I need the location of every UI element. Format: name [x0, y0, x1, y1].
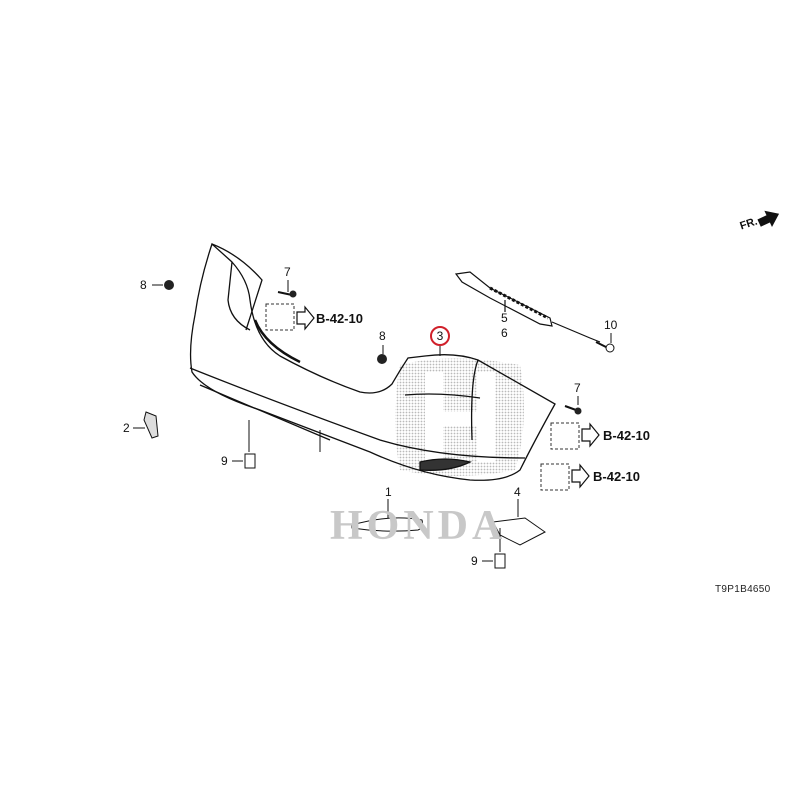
callout-7[interactable]: 7	[284, 265, 291, 279]
callout-4[interactable]: 4	[514, 485, 521, 499]
reference-link-b-42-10[interactable]: B-42-10	[593, 469, 640, 484]
reference-box-right-2	[540, 463, 570, 491]
callout-8[interactable]: 8	[379, 329, 386, 343]
rear-bumper-cover[interactable]	[189, 242, 556, 481]
callout-9[interactable]: 9	[221, 454, 228, 468]
reference-box-right-1	[550, 422, 580, 450]
bracket-5-6[interactable]	[454, 271, 601, 343]
reflector-1[interactable]	[351, 499, 423, 532]
clip-9-right[interactable]	[482, 528, 506, 569]
callout-6[interactable]: 6	[501, 326, 508, 340]
screw-7-top[interactable]	[277, 280, 297, 298]
bracket-4[interactable]	[492, 499, 546, 546]
screw-10[interactable]	[595, 333, 615, 353]
screw-7-right[interactable]	[564, 396, 582, 415]
ref-arrows	[296, 305, 600, 489]
callout-8[interactable]: 8	[140, 278, 147, 292]
front-direction-arrow-icon	[757, 210, 780, 228]
honda-watermark: HONDA	[330, 503, 507, 549]
callout-2[interactable]: 2	[123, 421, 130, 435]
callout-9[interactable]: 9	[471, 554, 478, 568]
reference-box-top	[265, 303, 295, 331]
clip-8-left[interactable]	[152, 280, 174, 290]
callout-3-highlighted[interactable]: 3	[430, 326, 450, 346]
clip-8-center[interactable]	[377, 345, 387, 364]
clip-9-left[interactable]	[232, 420, 256, 469]
callout-10[interactable]: 10	[604, 318, 618, 332]
callout-5[interactable]: 5	[501, 311, 508, 325]
bracket-2[interactable]	[133, 411, 159, 439]
callout-7[interactable]: 7	[574, 381, 581, 395]
reference-link-b-42-10[interactable]: B-42-10	[316, 311, 363, 326]
diagram-code: T9P1B4650	[715, 584, 771, 595]
reference-link-b-42-10[interactable]: B-42-10	[603, 428, 650, 443]
callout-1[interactable]: 1	[385, 485, 392, 499]
